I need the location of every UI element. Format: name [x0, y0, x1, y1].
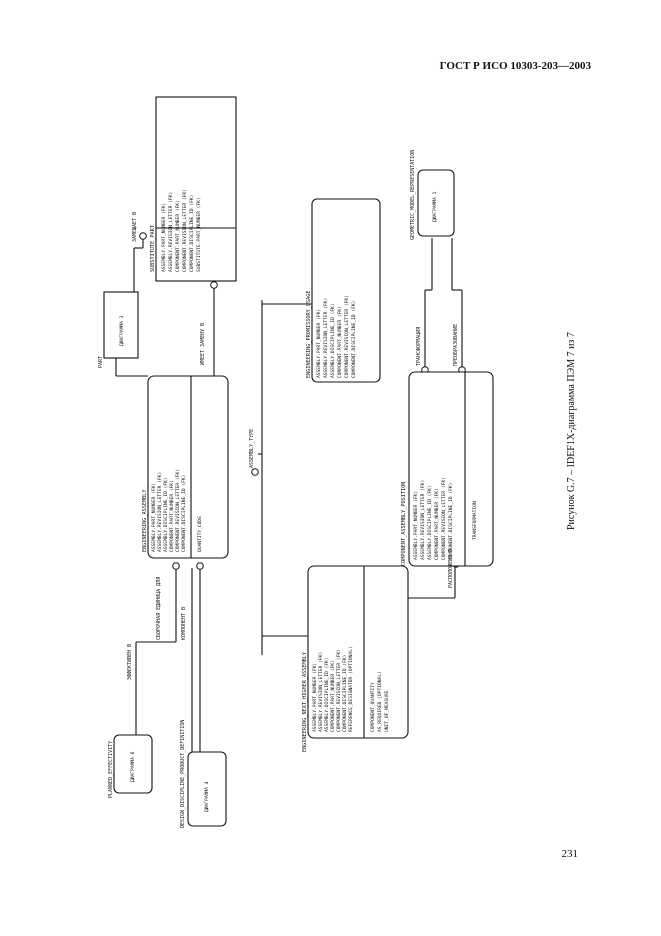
- nha-key-5: COMPONENT.REVISION_LETTER (FK): [336, 649, 342, 732]
- rel-label-transformation: ТРАНСФОРМАЦИЯ: [416, 327, 422, 366]
- gmr-title: GEOMETRIC_MODEL_REPRESENTATION: [410, 150, 416, 240]
- nha-key-7: REFERENCE_DESIGNATOR (OPTIONAL): [348, 646, 354, 732]
- pu-key-1: ASSEMBLY.PART_NUMBER (FK): [316, 309, 322, 378]
- cap-key-2: ASSEMBLY.REVISION_LETTER (FK): [420, 480, 426, 560]
- ea-key-4: COMPONENT.PART_NUMBER (FK): [169, 480, 175, 552]
- rel-label-assembly-type: ASSEMBLY_TYPE: [249, 429, 255, 468]
- design-diagram-ref: ДИАГРАММА 4: [204, 781, 210, 812]
- rel-dot-assembly-type: [251, 468, 259, 476]
- figure-caption: Рисунок G.7 – IDEF1X-диаграмма ПЭМ 7 из …: [566, 332, 577, 530]
- rel-label-substitute-for: ЗАМЕЩАЕТ В: [132, 212, 138, 242]
- rel-dot-effective: [172, 562, 180, 570]
- ea-key-1: ASSEMBLY.PART_NUMBER (FK): [151, 483, 157, 552]
- sub-key-1: ASSEMBLY.PART_NUMBER (FK): [161, 203, 167, 272]
- promissory-usage-box: [311, 198, 381, 383]
- component-position-box: [408, 371, 494, 567]
- pu-key-3: ASSEMBLY.DISCIPLINE_ID (FK): [330, 303, 336, 378]
- rel-label-gmr: ПРЕОБРАЗОВАНИЕ: [453, 324, 459, 366]
- relationship-lines: [115, 238, 463, 752]
- ea-attr-1: QUANTITY_CODE: [197, 516, 203, 552]
- rel-label-effective: ЭФФЕКТИВЕН В: [127, 644, 133, 680]
- ea-key-3: ASSEMBLY.DISCIPLINE_ID (FK): [163, 477, 169, 552]
- nha-key-2: ASSEMBLY.REVISION_LETTER (FK): [318, 652, 324, 732]
- pu-key-4: COMPONENT.PART_NUMBER (FK): [337, 306, 343, 378]
- cap-key-4: COMPONENT.PART_NUMBER (FK): [434, 488, 440, 560]
- engineering-assembly-box: [147, 375, 229, 559]
- next-higher-assembly-box: [307, 565, 409, 739]
- ea-key-6: COMPONENT.DISCIPLINE_ID (FK): [181, 475, 187, 552]
- nha-key-4: COMPONENT.PART_NUMBER (FK): [330, 660, 336, 732]
- promissory-name: ENGINEERING_PROMISSORY_USAGE: [306, 291, 312, 378]
- nha-name: ENGINEERING_NEXT_HIGHER_ASSEMBLY: [302, 651, 308, 752]
- rel-dot-substitute: [210, 281, 218, 289]
- substitute-part-name: SUBSTITUTE_PART: [150, 225, 156, 272]
- ea-key-5: COMPONENT.REVISION_LETTER (FK): [175, 469, 181, 552]
- nha-key-3: ASSEMBLY.DISCIPLINE_ID (FK): [324, 657, 330, 732]
- sub-key-6: SUBSTITUTE.PART_NUMBER (FK): [196, 197, 202, 272]
- gmr-box: [417, 169, 455, 237]
- substitute-part-box: [155, 96, 237, 282]
- document-header: ГОСТ Р ИСО 10303-203—2003: [439, 60, 591, 72]
- planned-diagram-ref: ДИАГРАММА 6: [130, 751, 136, 782]
- planned-effectivity-box: [113, 734, 153, 794]
- part-diagram-ref: ДИАГРАММА 3: [119, 315, 125, 346]
- pu-key-2: ASSEMBLY.REVISION_LETTER (FK): [323, 298, 329, 378]
- part-box: [103, 291, 139, 359]
- sub-key-5: COMPONENT.DISCIPLINE_ID (FK): [189, 195, 195, 272]
- nha-attr-1: COMPONENT_QUANTITY: [370, 682, 376, 732]
- rel-label-component-of: КОМПОНЕНТ В: [181, 607, 187, 640]
- design-title: DESIGN_DISCIPLINE_PRODUCT_DEFINITION: [180, 720, 186, 828]
- cap-name: COMPONENT_ASSEMBLY_POSITION: [401, 482, 407, 566]
- pu-key-6: COMPONENT.DISCIPLINE_ID (FK): [351, 301, 357, 378]
- sub-key-3: COMPONENT.PART_NUMBER (FK): [175, 200, 181, 272]
- rel-dot-component-of: [196, 562, 204, 570]
- eng-assembly-name: ENGINEERING_ASSEMBLY: [142, 489, 148, 552]
- design-discipline-box: [187, 751, 227, 827]
- rel-dot-substitute-part: [139, 232, 147, 240]
- sub-key-4: COMPONENT.REVISION_LETTER (FK): [182, 189, 188, 272]
- cap-key-3: ASSEMBLY.DISCIPLINE_ID (FK): [427, 485, 433, 560]
- ea-key-2: ASSEMBLY.REVISION_LETTER (FK): [157, 472, 163, 552]
- cap-key-5: COMPONENT.REVISION_LETTER (FK): [441, 477, 447, 560]
- rel-label-has-substitute: ИМЕЕТ ЗАМЕНУ В: [200, 323, 206, 365]
- nha-key-6: COMPONENT.DISCIPLINE_ID (FK): [342, 655, 348, 732]
- page-number: 231: [561, 848, 579, 860]
- planned-title: PLANNED_EFFECTIVITY: [108, 741, 114, 798]
- sub-key-2: ASSEMBLY.REVISION_LETTER (FK): [168, 192, 174, 272]
- cap-key-6: COMPONENT.DISCIPLINE_ID (FK): [448, 483, 454, 560]
- pu-key-5: COMPONENT.REVISION_LETTER (FK): [344, 295, 350, 378]
- nha-attr-3: UNIT_OF_MEASURE: [384, 690, 390, 732]
- nha-attr-2: AS_REQUIRED (OPTIONAL): [377, 671, 383, 732]
- cap-key-1: ASSEMBLY.PART_NUMBER (FK): [413, 491, 419, 560]
- part-title: PART: [98, 356, 104, 368]
- cap-attr-1: TRANSFORMATION: [472, 501, 478, 540]
- gmr-diagram-ref: ДИАГРАММА 1: [432, 191, 438, 222]
- rel-label-located: РАСПОЛОЖЕНО В: [448, 549, 454, 588]
- nha-key-1: ASSEMBLY.PART_NUMBER (FK): [312, 663, 318, 732]
- rel-label-assembly-component: СБОРОЧНАЯ ЕДИНИЦА ДЛЯ: [156, 577, 162, 640]
